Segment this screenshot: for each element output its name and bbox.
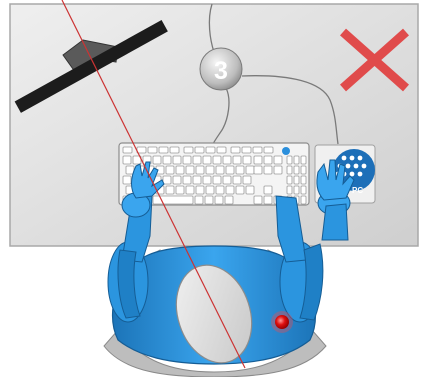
keyboard-key xyxy=(123,156,131,164)
keyboard-key xyxy=(233,156,241,164)
keyboard-key xyxy=(176,166,184,174)
keyboard-key xyxy=(264,156,272,164)
keyboard-key xyxy=(184,147,193,153)
keyboard-key xyxy=(215,196,223,204)
keyboard-key xyxy=(274,166,282,174)
keyboard-key xyxy=(137,147,146,153)
keyboard-key xyxy=(123,176,131,184)
keyboard-key xyxy=(123,147,132,153)
keyboard-key xyxy=(226,186,234,194)
keyboard-key xyxy=(196,186,204,194)
keyboard-key xyxy=(206,166,214,174)
keyboard-key xyxy=(186,166,194,174)
keyboard-key xyxy=(243,156,251,164)
keyboard-key xyxy=(213,156,221,164)
keyboard-key xyxy=(294,186,299,194)
keyboard-key xyxy=(253,147,262,153)
keyboard-key xyxy=(233,176,241,184)
keyboard-key xyxy=(246,166,254,174)
keyboard-key xyxy=(254,196,262,204)
keyboard-key xyxy=(186,186,194,194)
logo-dot xyxy=(346,164,351,169)
keyboard-key xyxy=(264,147,273,153)
keyboard-key xyxy=(176,186,184,194)
logo-dot xyxy=(358,172,363,177)
keyboard-key xyxy=(195,196,203,204)
keyboard-key xyxy=(206,186,214,194)
keyboard-key xyxy=(246,186,254,194)
keyboard-key xyxy=(264,186,272,194)
keyboard-key xyxy=(166,186,174,194)
keyboard-key xyxy=(301,156,306,164)
keyboard-key xyxy=(301,176,306,184)
keyboard-key xyxy=(254,166,262,174)
keyboard-key xyxy=(223,176,231,184)
keyboard-key xyxy=(216,166,224,174)
keyboard-key xyxy=(264,166,272,174)
keyboard-key xyxy=(294,166,299,174)
keyboard-key xyxy=(166,166,174,174)
keyboard-key xyxy=(223,156,231,164)
logo-dot xyxy=(354,164,359,169)
keyboard-key xyxy=(196,166,204,174)
keyboard-key xyxy=(264,196,272,204)
keyboard-key xyxy=(294,156,299,164)
keyboard-key xyxy=(195,147,204,153)
keyboard-key xyxy=(193,176,201,184)
logo-dot xyxy=(358,156,363,161)
keyboard-key xyxy=(216,186,224,194)
keyboard-key xyxy=(203,176,211,184)
keyboard-key xyxy=(287,186,292,194)
keyboard-key xyxy=(183,156,191,164)
keyboard-key xyxy=(206,147,215,153)
keyboard-key xyxy=(287,156,292,164)
keyboard-key xyxy=(225,196,233,204)
keyboard-key xyxy=(163,156,171,164)
keyboard-key xyxy=(183,176,191,184)
keyboard-key xyxy=(205,196,213,204)
keyboard-key xyxy=(148,147,157,153)
logo-text: PC xyxy=(352,186,363,195)
keyboard-key xyxy=(236,166,244,174)
keyboard-key xyxy=(213,176,221,184)
logo-dot xyxy=(362,164,367,169)
keyboard-key xyxy=(163,176,171,184)
keyboard-key xyxy=(153,196,193,204)
keyboard-key xyxy=(287,176,292,184)
keyboard-key xyxy=(173,156,181,164)
step-number-badge: 3 xyxy=(200,48,242,90)
keyboard-key xyxy=(301,186,306,194)
keyboard-key xyxy=(173,176,181,184)
logo-dot xyxy=(350,156,355,161)
step-number: 3 xyxy=(214,57,228,85)
keyboard-key xyxy=(193,156,201,164)
keyboard-key xyxy=(294,176,299,184)
keyboard-key xyxy=(301,166,306,174)
keyboard-key xyxy=(226,166,234,174)
keyboard-key xyxy=(236,186,244,194)
keyboard-key xyxy=(287,166,292,174)
keyboard-key xyxy=(170,147,179,153)
keyboard-key xyxy=(217,147,226,153)
keyboard-key xyxy=(159,147,168,153)
keyboard-key xyxy=(243,176,251,184)
logo-dot xyxy=(342,156,347,161)
keyboard-key xyxy=(274,156,282,164)
keyboard-key xyxy=(153,156,161,164)
keyboard-key xyxy=(203,156,211,164)
keyboard-key xyxy=(301,196,306,204)
keyboard-key xyxy=(242,147,251,153)
keyboard-key xyxy=(254,156,262,164)
red-dot-marker xyxy=(271,311,293,333)
keyboard-key xyxy=(231,147,240,153)
